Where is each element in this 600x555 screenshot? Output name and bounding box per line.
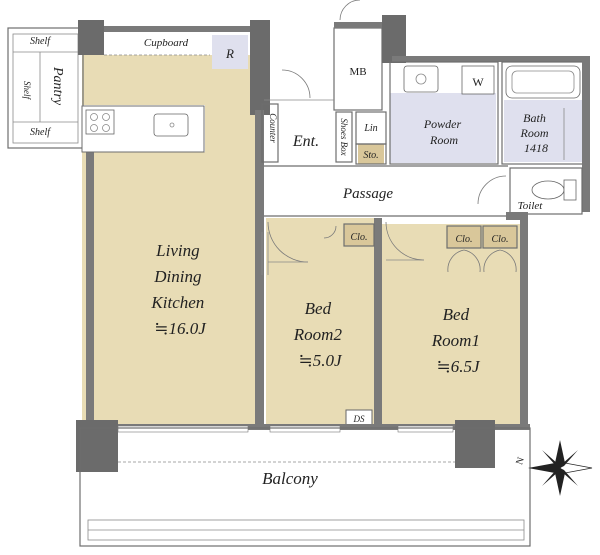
wall-left-ldk <box>86 148 94 430</box>
wall-top-right <box>392 56 582 62</box>
washer-box <box>461 65 495 95</box>
column-mb <box>382 15 406 63</box>
compass-rose-icon <box>528 440 593 496</box>
wall-passage-right <box>506 212 522 220</box>
label-shelf-top: Shelf <box>30 36 51 47</box>
column-bottom-left <box>76 420 118 472</box>
label-powder-room: Powder Room <box>423 117 464 147</box>
refrigerator-spot <box>212 35 248 69</box>
column-bottom-right <box>455 420 495 468</box>
closet-bed1-box-a <box>446 225 482 249</box>
label-mb: MB <box>349 66 366 78</box>
column-top-mid <box>250 20 270 115</box>
bed2-floor <box>266 218 374 425</box>
storage-box <box>355 143 387 165</box>
pantry-outline <box>7 27 84 149</box>
closet-bed2-box <box>343 223 375 247</box>
label-passage: Passage <box>342 186 393 202</box>
wall-right-bath <box>582 56 590 212</box>
powder-outline <box>389 61 499 165</box>
bath-floor <box>504 100 582 162</box>
label-counter: Counter <box>268 113 278 143</box>
compass-north-label: N <box>514 456 527 467</box>
basin-box <box>403 65 439 93</box>
label-shelf-side: Shelf <box>22 81 32 100</box>
label-pantry: Pantry <box>50 66 65 106</box>
wall-bed2-bed1 <box>374 218 382 428</box>
closet-bed2-cell <box>344 224 374 246</box>
closet-bed1-box-b <box>482 225 518 249</box>
sink-icon <box>153 113 189 137</box>
label-refrigerator: R <box>225 46 234 61</box>
label-ds: DS <box>353 414 365 424</box>
window-sashes <box>117 425 454 433</box>
label-balcony: Balcony <box>262 469 318 488</box>
storage-cell <box>358 144 384 164</box>
powder-floor <box>390 93 496 163</box>
label-bath-room: Bath Room 1418 <box>520 111 552 155</box>
wall-mb-top <box>334 22 392 28</box>
wall-right-ldk <box>255 110 264 430</box>
label-toilet: Toilet <box>518 200 544 212</box>
closet-bed1-b-cell <box>483 226 517 248</box>
stove-icon <box>85 109 115 135</box>
label-entrance: Ent. <box>292 133 319 150</box>
closet-bed1-a-cell <box>447 226 481 248</box>
label-bed1: Bed Room1 ≒6.5J <box>431 305 484 376</box>
counter-strip <box>261 103 279 163</box>
balcony-outline <box>79 427 531 547</box>
wall-right-bed1 <box>520 212 528 428</box>
ldk-floor-lower <box>93 152 255 430</box>
toilet-icon <box>531 179 577 201</box>
wall-top-ldk <box>82 26 258 32</box>
label-cupboard: Cupboard <box>144 37 189 49</box>
label-closet-bed1-b: Clo. <box>492 234 509 245</box>
label-ldk: Living Dining Kitchen ≒16.0J <box>150 241 208 338</box>
label-shoes-box: Shoes Box <box>339 118 349 155</box>
label-bed2: Bed Room2 ≒5.0J <box>293 299 346 370</box>
pantry-inner <box>12 33 79 144</box>
label-shelf-bottom: Shelf <box>30 127 51 138</box>
shoes-box-strip <box>335 111 353 163</box>
label-linen: Lin <box>363 123 377 134</box>
toilet-outline <box>509 167 583 215</box>
bathtub <box>505 65 581 99</box>
label-storage: Sto. <box>363 150 378 161</box>
column-topleft <box>78 20 104 55</box>
label-washer: W <box>472 75 484 89</box>
label-closet-bed2: Clo. <box>351 232 368 243</box>
label-closet-bed1-a: Clo. <box>456 234 473 245</box>
